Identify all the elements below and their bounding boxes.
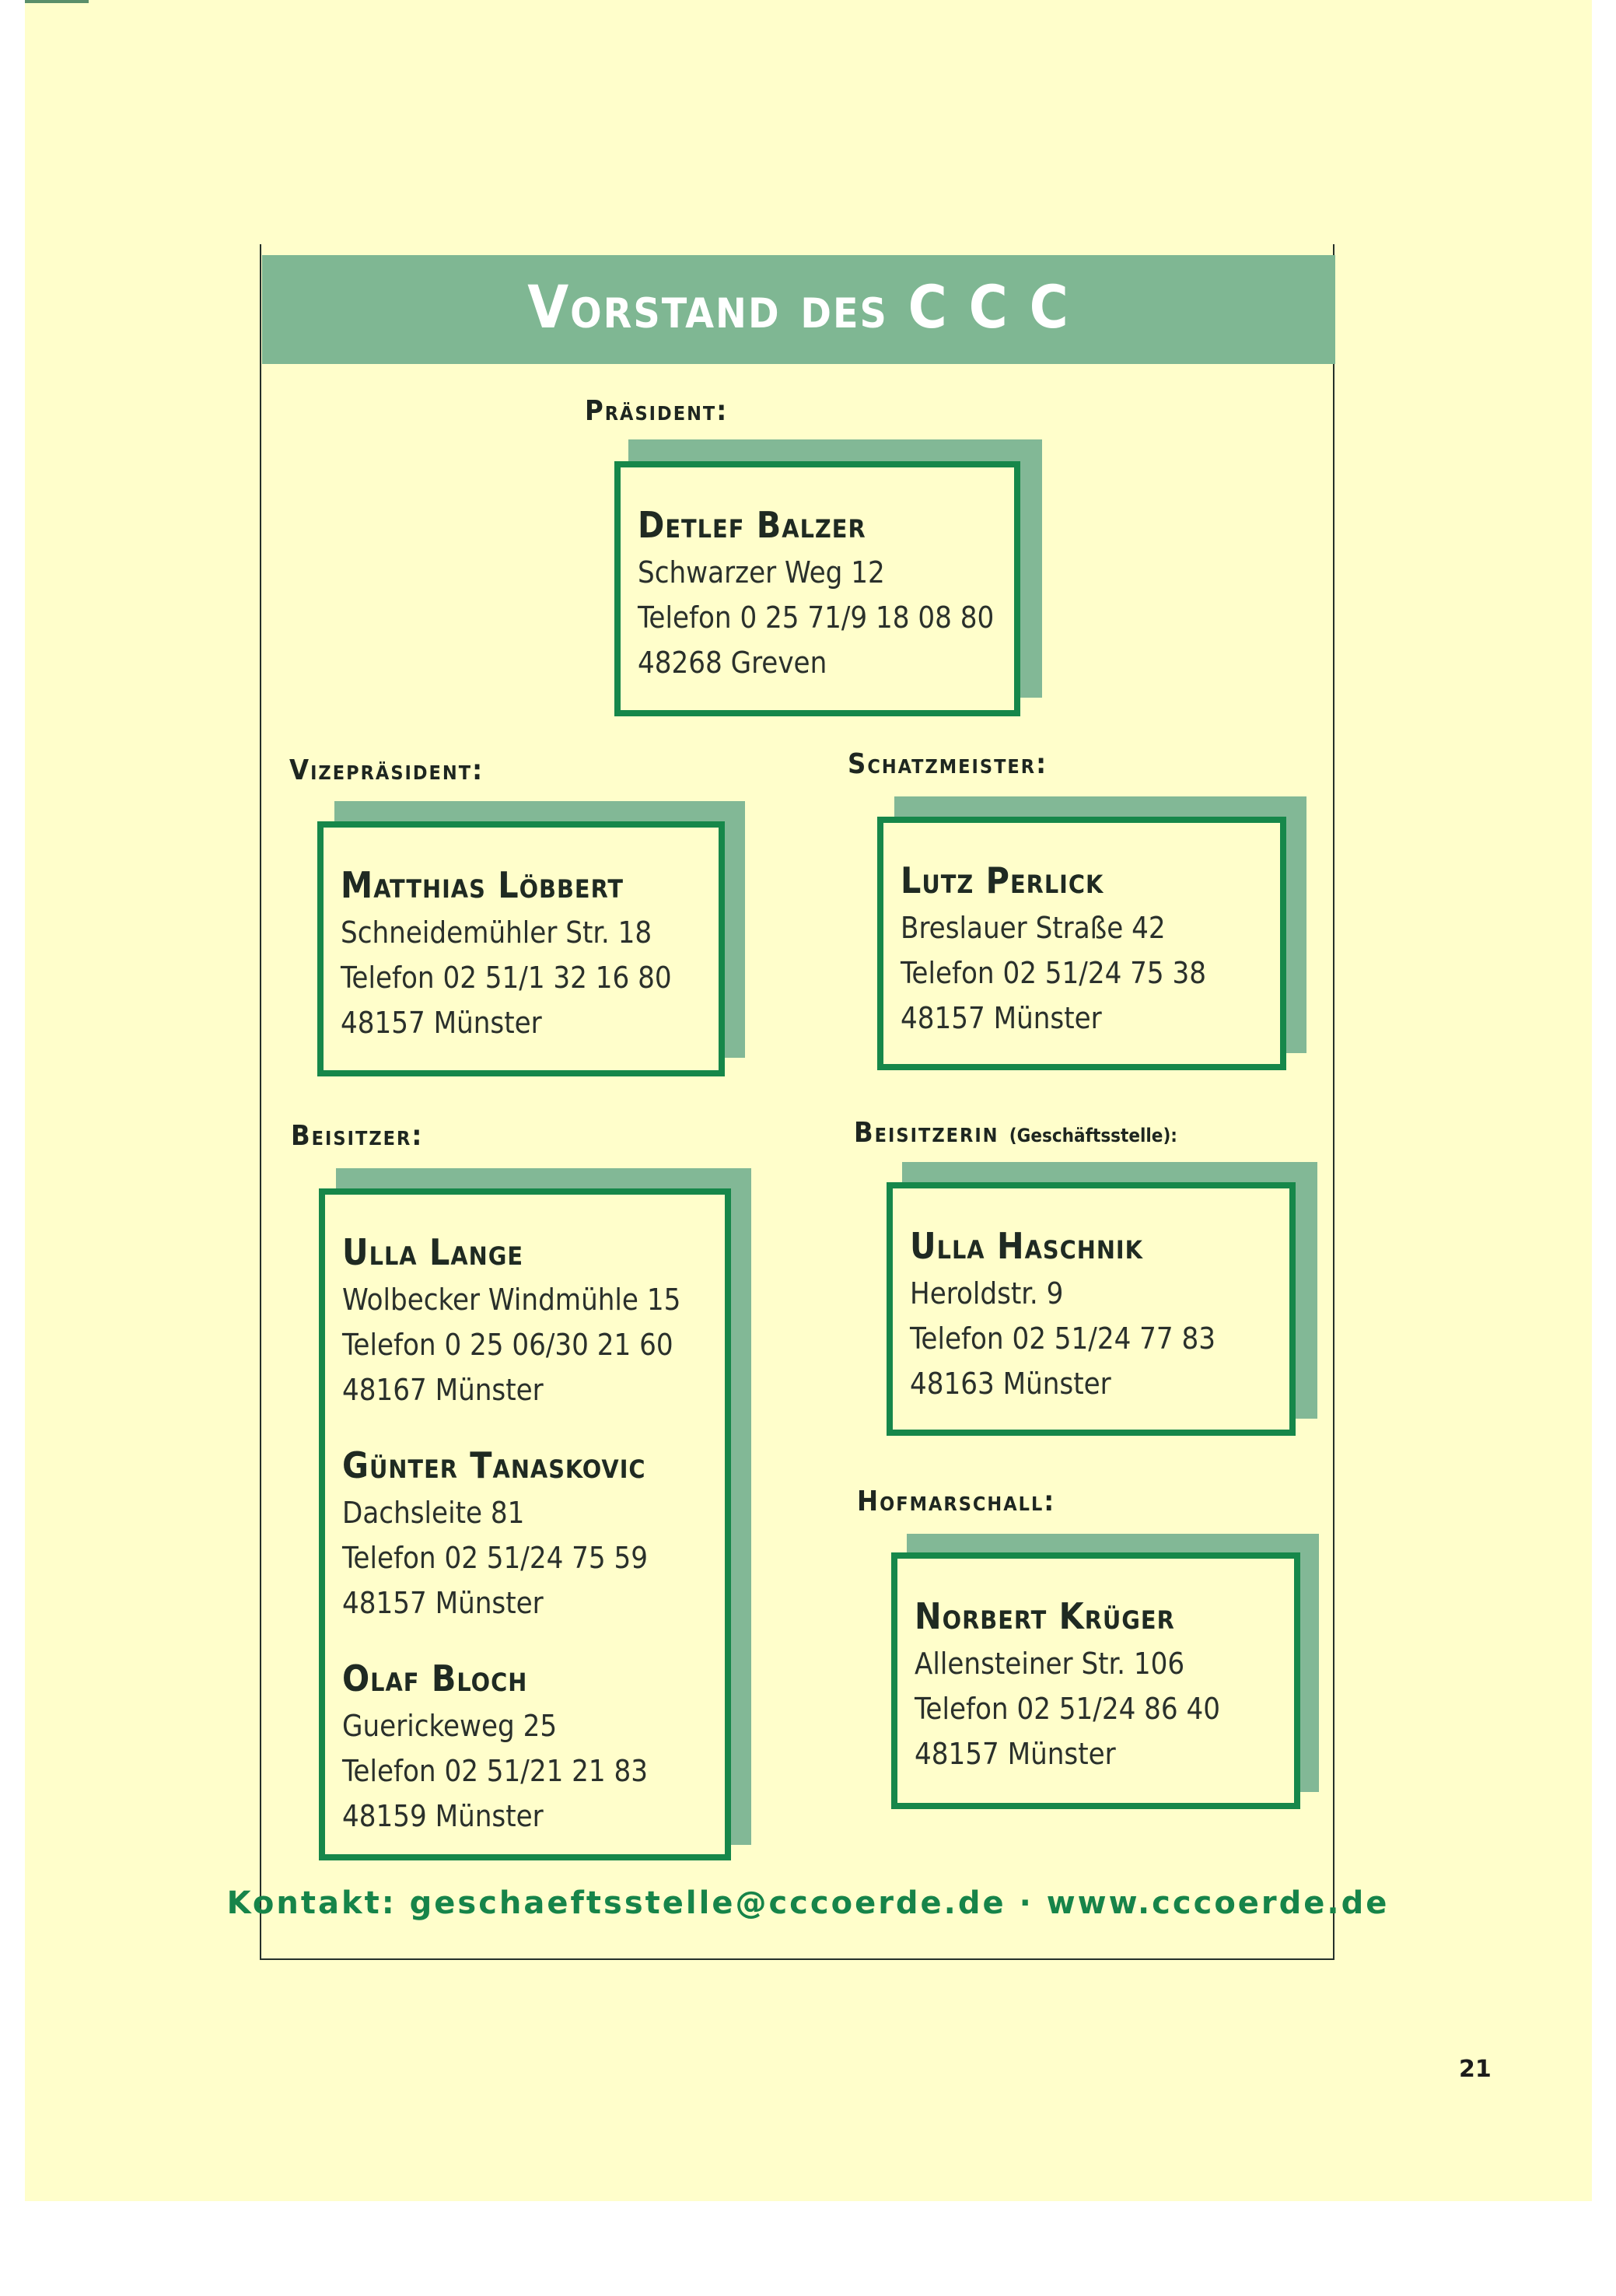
person-name: Günter Tanaskovic — [342, 1444, 646, 1486]
person-city: 48157 Münster — [341, 1006, 542, 1040]
person-phone: Telefon 02 51/24 75 38 — [901, 956, 1207, 990]
person-street: Schneidemühler Str. 18 — [341, 915, 652, 950]
person-street: Heroldstr. 9 — [910, 1276, 1064, 1311]
person-city: 48157 Münster — [915, 1737, 1116, 1771]
person-lutz-perlick: Lutz Perlick Breslauer Straße 42 Telefon… — [901, 856, 1280, 1041]
heading-beisitzer: Beisitzer: — [291, 1120, 424, 1152]
person-city: 48163 Münster — [910, 1367, 1111, 1401]
person-street: Guerickeweg 25 — [342, 1709, 558, 1743]
person-name: Detlef Balzer — [638, 504, 866, 546]
person-ulla-lange: Ulla Lange Wolbecker Windmühle 15 Telefo… — [342, 1227, 725, 1412]
person-phone: Telefon 02 51/24 75 59 — [342, 1541, 649, 1575]
heading-vizepraesident: Vizepräsident: — [289, 754, 484, 786]
person-name: Olaf Bloch — [342, 1657, 528, 1699]
person-phone: Telefon 0 25 71/9 18 08 80 — [638, 600, 995, 635]
person-name: Lutz Perlick — [901, 859, 1104, 901]
person-phone: Telefon 02 51/21 21 83 — [342, 1754, 649, 1788]
person-street: Dachsleite 81 — [342, 1496, 525, 1530]
person-ulla-haschnik: Ulla Haschnik Heroldstr. 9 Telefon 02 51… — [910, 1221, 1289, 1406]
person-phone: Telefon 02 51/24 86 40 — [915, 1692, 1221, 1726]
page-title: Vorstand des C C C — [527, 272, 1070, 341]
person-norbert-krueger: Norbert Krüger Allensteiner Str. 106 Tel… — [915, 1591, 1294, 1776]
person-name: Ulla Lange — [342, 1231, 524, 1273]
person-city: 48268 Greven — [638, 646, 827, 680]
card-praesident: Detlef Balzer Schwarzer Weg 12 Telefon 0… — [614, 461, 1020, 716]
person-name: Norbert Krüger — [915, 1595, 1175, 1637]
person-phone: Telefon 0 25 06/30 21 60 — [342, 1328, 673, 1362]
board-frame — [260, 244, 1334, 1960]
person-street: Allensteiner Str. 106 — [915, 1647, 1185, 1681]
heading-schatzmeister: Schatzmeister: — [848, 748, 1048, 780]
page-background — [25, 0, 1592, 2201]
card-schatzmeister: Lutz Perlick Breslauer Straße 42 Telefon… — [877, 817, 1286, 1070]
person-city: 48157 Münster — [342, 1586, 544, 1620]
contact-line: Kontakt: geschaeftsstelle@cccoerde.de · … — [226, 1885, 1390, 1921]
edge-mark — [25, 0, 89, 3]
card-beisitzerin: Ulla Haschnik Heroldstr. 9 Telefon 02 51… — [887, 1182, 1296, 1436]
person-name: Ulla Haschnik — [910, 1225, 1143, 1267]
heading-beisitzerin: Beisitzerin (Geschäftsstelle): — [854, 1117, 1177, 1149]
person-matthias-loebbert: Matthias Löbbert Schneidemühler Str. 18 … — [341, 860, 719, 1045]
person-street: Breslauer Straße 42 — [901, 911, 1166, 945]
person-phone: Telefon 02 51/24 77 83 — [910, 1321, 1216, 1356]
person-detlef-balzer: Detlef Balzer Schwarzer Weg 12 Telefon 0… — [638, 500, 1014, 685]
heading-hofmarschall: Hofmarschall: — [857, 1486, 1056, 1517]
heading-praesident: Präsident: — [585, 395, 729, 427]
person-olaf-bloch: Olaf Bloch Guerickeweg 25 Telefon 02 51/… — [342, 1654, 725, 1839]
heading-beisitzerin-label: Beisitzerin — [854, 1117, 999, 1149]
person-phone: Telefon 02 51/1 32 16 80 — [341, 961, 672, 995]
person-city: 48159 Münster — [342, 1799, 544, 1833]
person-guenter-tanaskovic: Günter Tanaskovic Dachsleite 81 Telefon … — [342, 1440, 725, 1626]
person-street: Wolbecker Windmühle 15 — [342, 1283, 681, 1317]
person-city: 48157 Münster — [901, 1001, 1102, 1035]
card-hofmarschall: Norbert Krüger Allensteiner Str. 106 Tel… — [891, 1552, 1300, 1809]
title-banner: Vorstand des C C C — [262, 255, 1335, 364]
page-number: 21 — [1459, 2056, 1492, 2083]
person-street: Schwarzer Weg 12 — [638, 555, 885, 590]
person-name: Matthias Löbbert — [341, 864, 624, 906]
heading-beisitzerin-sublabel: (Geschäftsstelle): — [1009, 1125, 1177, 1146]
card-vizepraesident: Matthias Löbbert Schneidemühler Str. 18 … — [317, 821, 725, 1076]
card-beisitzer: Ulla Lange Wolbecker Windmühle 15 Telefo… — [319, 1188, 731, 1860]
person-city: 48167 Münster — [342, 1373, 544, 1407]
